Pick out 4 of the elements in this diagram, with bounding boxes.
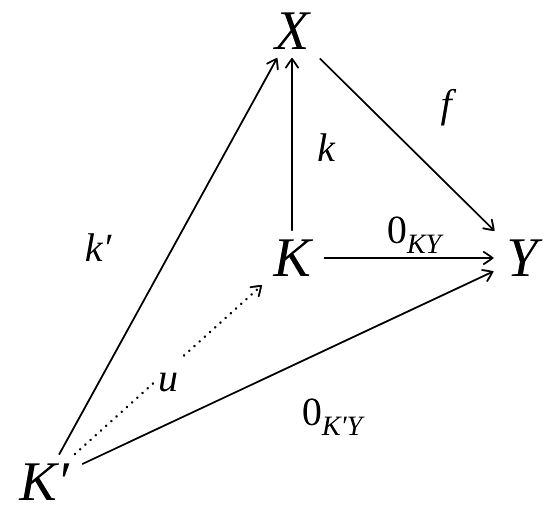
object-label: K bbox=[259, 230, 325, 286]
object-label: Y bbox=[492, 230, 552, 286]
object-label: K′ bbox=[5, 454, 83, 510]
object-label: X bbox=[260, 3, 324, 59]
